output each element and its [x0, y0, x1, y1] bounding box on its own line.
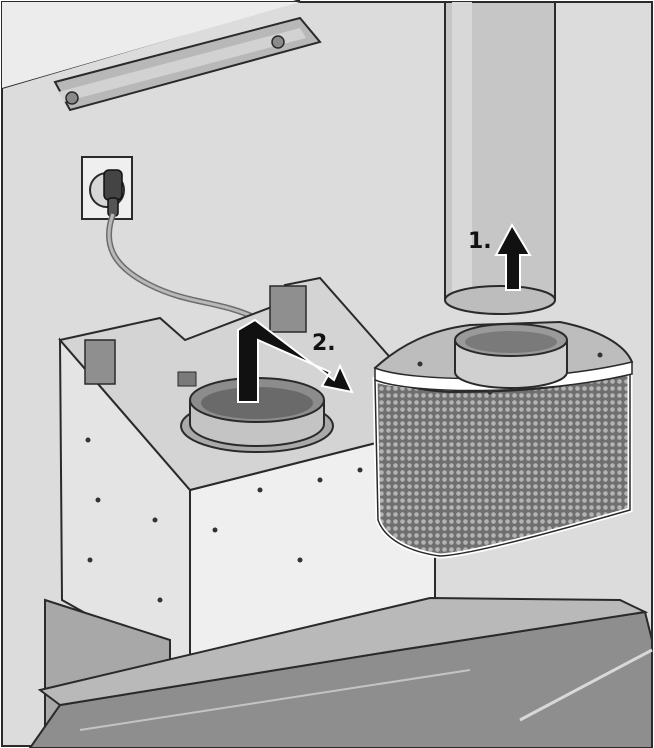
step-1-label: 1. [468, 229, 492, 254]
motor-outlet-collar [180, 377, 334, 453]
carbon-filter [372, 320, 634, 559]
hood-canopy [28, 596, 653, 748]
arrow-step-2 [237, 318, 354, 403]
step-2-label: 2. [312, 331, 336, 356]
wall-socket [81, 156, 133, 220]
wall-bracket [53, 16, 322, 112]
extraction-pipe [444, 1, 556, 315]
arrow-step-1 [494, 222, 532, 291]
ceiling-area [2, 2, 300, 88]
